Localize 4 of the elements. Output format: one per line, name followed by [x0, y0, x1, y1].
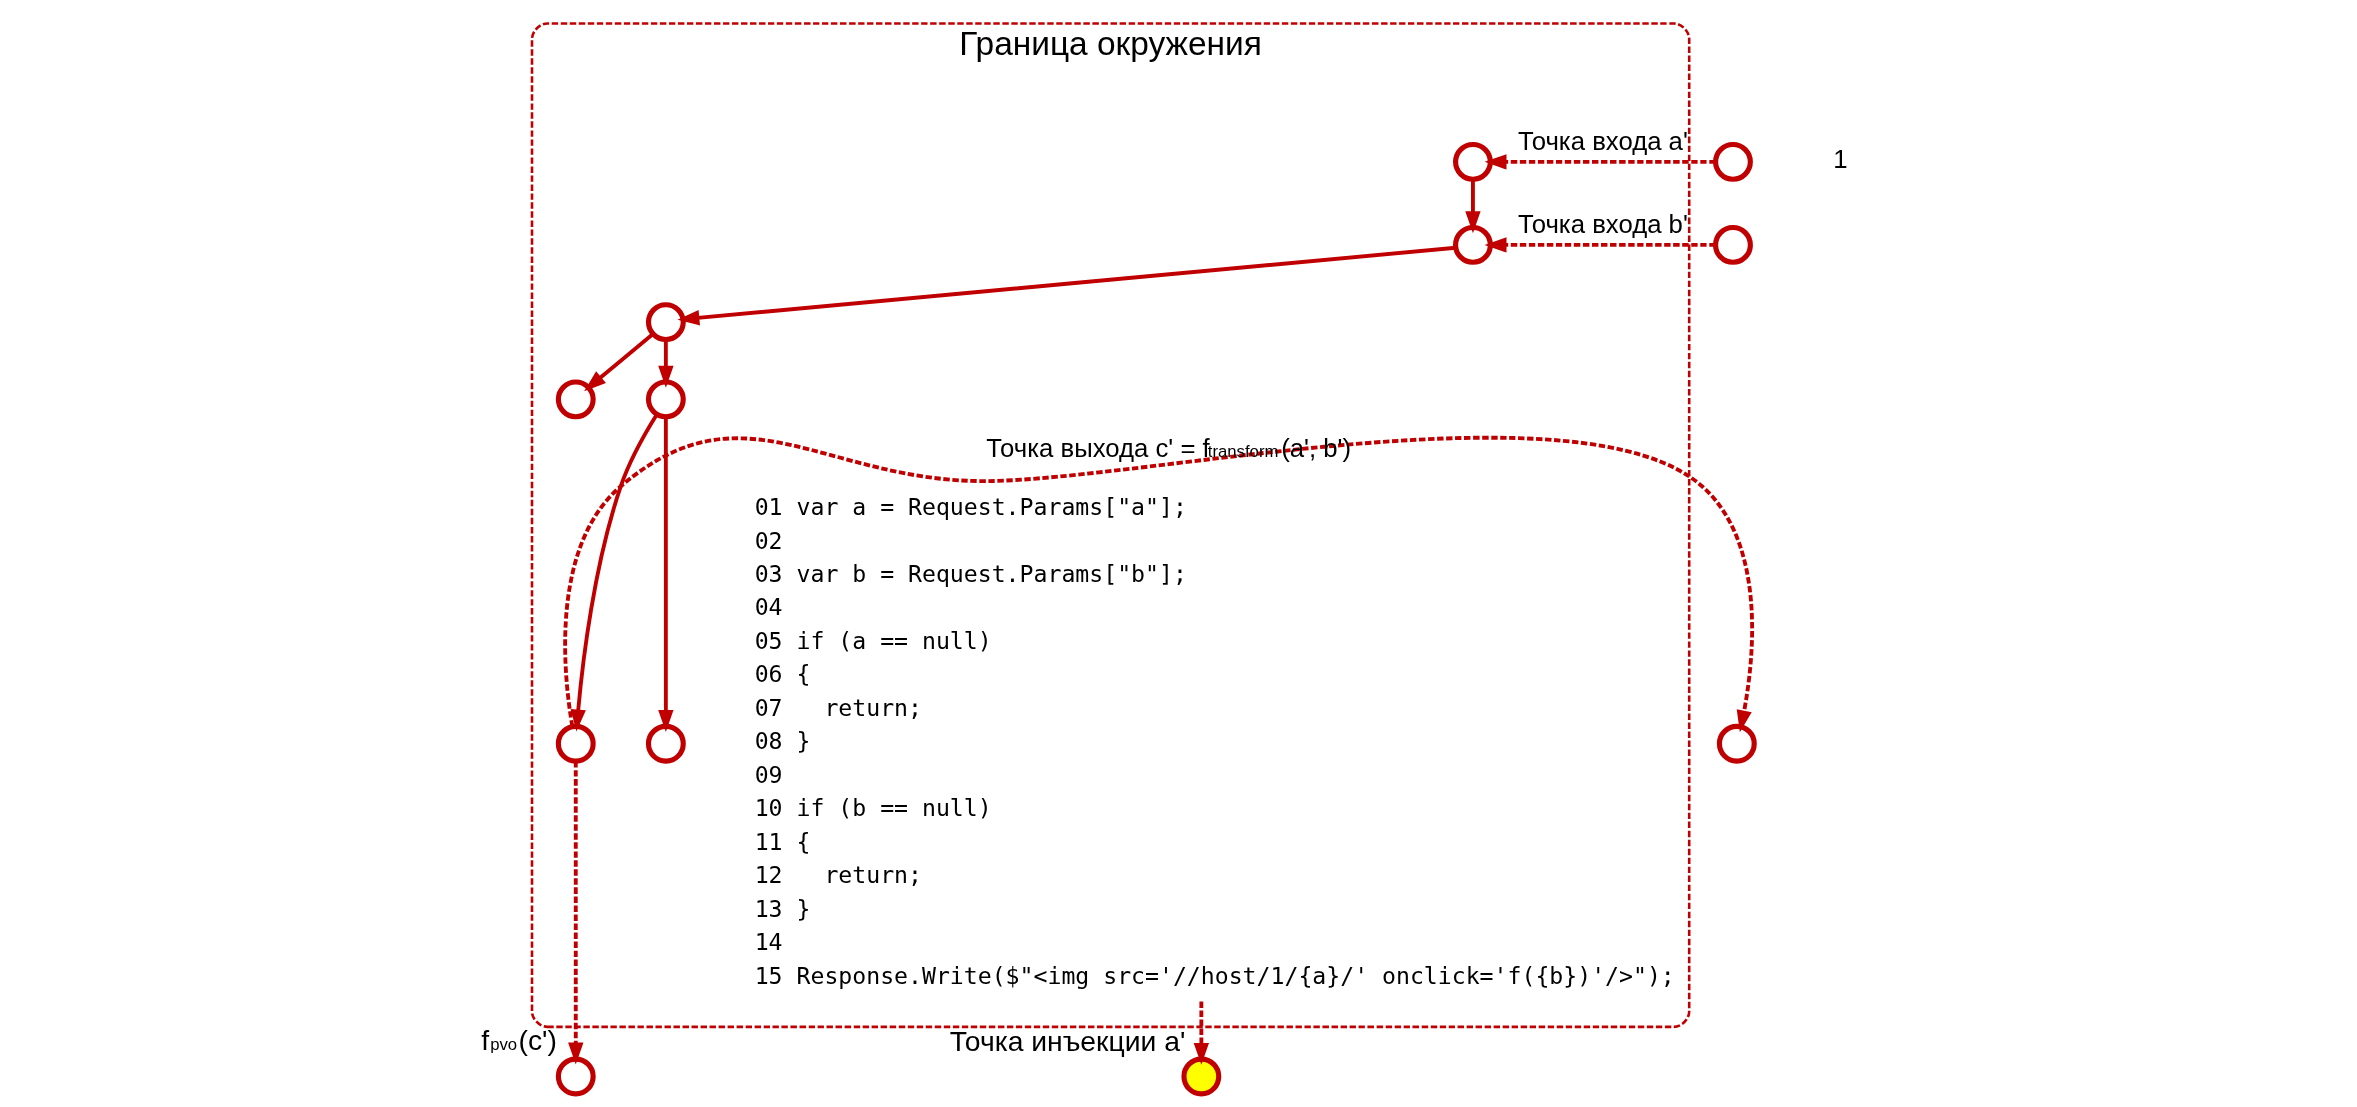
edge-label: Точка входа a' — [1518, 127, 1688, 156]
label: 1 — [1833, 145, 1848, 174]
edge-label: Точка входа b' — [1518, 210, 1688, 239]
node-text: 01 var a = Request.Params["a"]; 02 03 var b = Request.Params["b"]; 04 05 if (a == null) 06 { 07 return; 08 } 09 10 if (b == null) 11 { 12 return; 13 } 14 15 Response.Write($"<img src='//host/1/{a}/' onclick='f({b})'/>"); — [754, 494, 1675, 989]
